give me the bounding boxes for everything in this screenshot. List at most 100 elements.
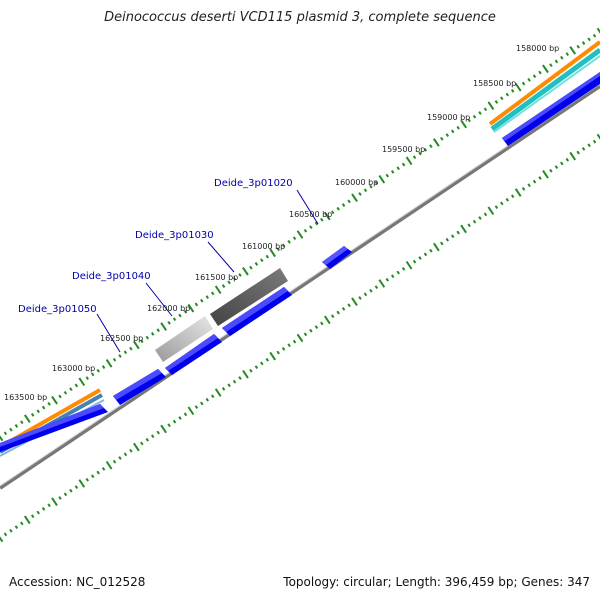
outer-ring-minor-tick <box>232 276 237 281</box>
outer-ring-minor-tick <box>254 262 259 266</box>
inner-ring-minor-tick <box>500 201 504 206</box>
inner-ring-minor-tick <box>440 241 444 246</box>
outer-ring-minor-tick <box>560 55 564 60</box>
inner-ring-minor-tick <box>347 303 351 308</box>
outer-ring-minor-tick <box>330 210 335 215</box>
inner-ring-minor-tick <box>320 321 324 326</box>
scale-label-159500: 159500 bp <box>382 145 425 154</box>
leader-3p01020 <box>296 189 319 225</box>
outer-ring-major-tick <box>242 267 249 276</box>
backbone-line <box>0 84 600 490</box>
outer-ring-minor-tick <box>538 70 542 75</box>
inner-ring-minor-tick <box>238 376 242 380</box>
outer-ring-minor-tick <box>123 350 128 355</box>
outer-ring-major-tick <box>405 156 413 166</box>
outer-ring-minor-tick <box>265 254 270 259</box>
gene-label-3p01030[interactable]: Deide_3p01030 <box>135 230 214 241</box>
map-title: Deinococcus deserti VCD115 plasmid 3, co… <box>104 10 496 25</box>
outer-ring-minor-tick <box>549 63 553 68</box>
outer-ring-major-tick <box>78 377 86 387</box>
inner-ring-minor-tick <box>210 394 215 399</box>
summary-text: Topology: circular; Length: 396,459 bp; … <box>283 575 590 589</box>
outer-ring-minor-tick <box>412 155 417 160</box>
inner-ring-minor-tick <box>145 437 150 442</box>
outer-ring-minor-tick <box>3 431 8 436</box>
leader-3p01030 <box>207 241 235 273</box>
outer-ring-major-tick <box>23 414 31 423</box>
inner-ring-major-tick <box>105 460 113 470</box>
outer-ring-minor-tick <box>494 100 499 104</box>
inner-ring-major-tick <box>542 170 549 179</box>
outer-ring-major-tick <box>132 340 140 350</box>
inner-ring-minor-tick <box>221 387 226 391</box>
inner-ring-minor-tick <box>369 288 373 293</box>
accession-text: Accession: NC_012528 <box>9 575 146 589</box>
outer-ring-major-tick <box>460 119 468 129</box>
outer-ring-minor-tick <box>287 239 291 244</box>
outer-ring-minor-tick <box>200 298 204 303</box>
outer-ring-minor-tick <box>418 151 422 156</box>
outer-ring-minor-tick <box>129 346 133 351</box>
outer-ring-minor-tick <box>456 125 460 130</box>
inner-ring-minor-tick <box>183 412 188 417</box>
outer-ring-major-tick <box>105 359 113 368</box>
outer-ring-minor-tick <box>369 184 373 189</box>
inner-ring-minor-tick <box>314 325 319 329</box>
inner-ring-minor-tick <box>483 212 488 217</box>
outer-ring-minor-tick <box>276 247 280 252</box>
outer-ring-minor-tick <box>390 170 395 174</box>
scale-label-159000: 159000 bp <box>427 113 470 122</box>
inner-ring-minor-tick <box>527 183 531 188</box>
inner-ring-minor-tick <box>178 416 182 420</box>
inner-ring-minor-tick <box>90 474 95 479</box>
feature-bands-upper <box>488 40 600 133</box>
outer-ring-minor-tick <box>178 313 182 318</box>
inner-ring-minor-tick <box>3 532 8 537</box>
inner-ring-minor-tick <box>254 365 259 369</box>
outer-ring-minor-tick <box>194 302 199 307</box>
inner-ring-major-tick <box>487 206 495 216</box>
inner-ring-major-tick <box>269 351 277 361</box>
outer-ring-minor-tick <box>63 390 68 395</box>
outer-ring-minor-tick <box>90 372 95 377</box>
outer-ring-major-tick <box>323 211 331 221</box>
inner-ring-minor-tick <box>205 397 210 402</box>
outer-ring-minor-tick <box>510 89 515 93</box>
inner-ring-major-tick <box>323 315 331 325</box>
scale-label-162000: 162000 bp <box>147 304 190 313</box>
leader-3p01050 <box>96 313 121 353</box>
scale-labels: 158000 bp 158500 bp 159000 bp 159500 bp … <box>4 44 559 402</box>
gene-label-3p01050[interactable]: Deide_3p01050 <box>18 304 97 315</box>
scale-label-163500: 163500 bp <box>4 393 47 402</box>
inner-ring-minor-tick <box>123 452 128 457</box>
inner-ring-minor-tick <box>510 194 515 199</box>
outer-ring-minor-tick <box>41 405 46 410</box>
inner-ring-minor-tick <box>281 347 286 351</box>
gene-label-3p01020[interactable]: Deide_3p01020 <box>214 178 293 189</box>
inner-ring-minor-tick <box>47 503 51 508</box>
scale-label-160000: 160000 bp <box>335 178 378 187</box>
gene-feature-top-right-hi <box>502 72 600 141</box>
outer-ring-minor-tick <box>20 420 24 425</box>
outer-ring-minor-tick <box>281 243 286 248</box>
inner-ring-minor-tick <box>554 165 559 169</box>
gene-label-3p01040[interactable]: Deide_3p01040 <box>72 271 151 282</box>
inner-ring-major-tick <box>78 479 86 488</box>
inner-ring-minor-tick <box>140 441 144 446</box>
inner-ring-minor-tick <box>227 383 231 388</box>
inner-ring-minor-tick <box>445 237 450 242</box>
inner-ring-minor-tick <box>129 448 133 453</box>
outer-ring-major-tick <box>214 285 222 295</box>
outer-ring-minor-tick <box>30 413 35 417</box>
inner-ring-minor-tick <box>576 150 580 155</box>
inner-ring-major-tick <box>460 224 467 234</box>
inner-ring-minor-tick <box>232 379 237 384</box>
outer-ring-minor-tick <box>183 309 188 314</box>
outer-tick-ring <box>0 27 600 442</box>
outer-ring-minor-tick <box>58 394 62 399</box>
outer-ring-minor-tick <box>172 317 177 322</box>
outer-ring-minor-tick <box>221 284 226 288</box>
gene-feature-small <box>322 246 352 269</box>
gene-feature-3p01030 <box>210 268 288 326</box>
inner-ring-minor-tick <box>390 274 395 279</box>
